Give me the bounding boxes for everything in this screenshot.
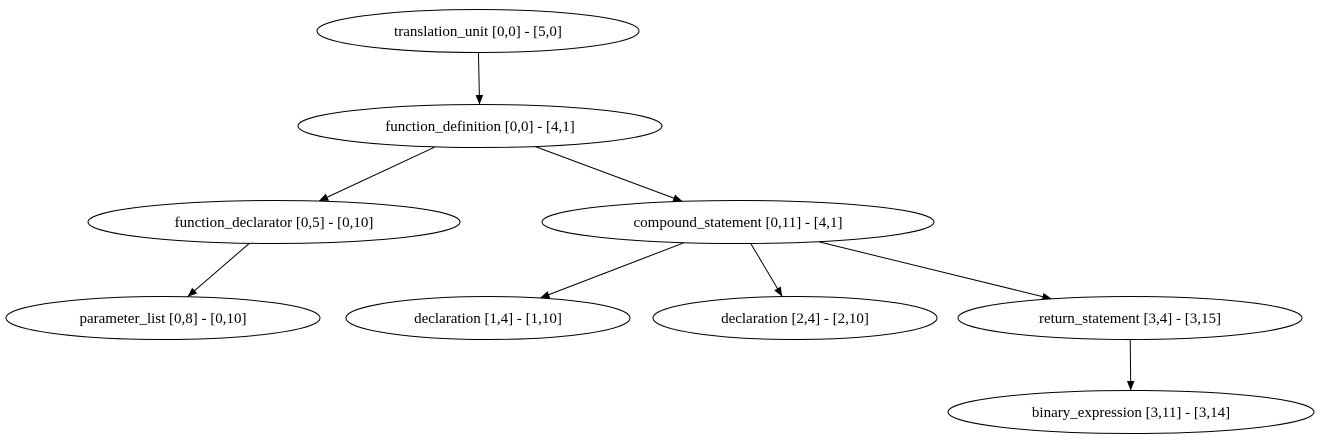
edge-translation_unit-to-function_definition [475,52,484,105]
edge-function_declarator-to-parameter_list [187,242,250,298]
node-return_statement: return_statement [3,4] - [3,15] [957,296,1303,340]
edge-compound_statement-to-declaration_2 [750,243,783,297]
nodes-layer: translation_unit [0,0] - [5,0] function_d… [5,9,1315,434]
edges-layer [187,52,1135,391]
edge-function_definition-to-compound_statement [534,146,683,202]
edge-return_statement-to-binary_expression [1126,339,1135,391]
node-ellipse-declaration_1 [345,296,631,340]
node-function_declarator: function_declarator [0,5] - [0,10] [87,200,461,244]
node-ellipse-function_declarator [87,200,461,244]
node-ellipse-declaration_2 [652,296,938,340]
node-label-return_statement: return_statement [3,4] - [3,15] [1039,311,1221,327]
node-label-function_declarator: function_declarator [0,5] - [0,10] [175,215,374,231]
node-ellipse-function_definition [297,104,663,148]
node-declaration_2: declaration [2,4] - [2,10] [652,296,938,340]
node-label-parameter_list: parameter_list [0,8] - [0,10] [79,311,246,327]
edge-function_definition-to-function_declarator [318,146,436,202]
node-label-compound_statement: compound_statement [0,11] - [4,1] [634,215,843,231]
node-binary_expression: binary_expression [3,11] - [3,14] [947,390,1315,434]
edge-compound_statement-to-declaration_1 [539,242,685,299]
node-declaration_1: declaration [1,4] - [1,10] [345,296,631,340]
node-function_definition: function_definition [0,0] - [4,1] [297,104,663,148]
node-label-translation_unit: translation_unit [0,0] - [5,0] [394,24,562,40]
node-parameter_list: parameter_list [0,8] - [0,10] [5,296,321,340]
edge-compound_statement-to-return_statement [818,241,1052,301]
node-ellipse-translation_unit [316,9,640,53]
node-label-binary_expression: binary_expression [3,11] - [3,14] [1032,405,1230,421]
node-translation_unit: translation_unit [0,0] - [5,0] [316,9,640,53]
node-label-function_definition: function_definition [0,0] - [4,1] [385,119,575,135]
node-ellipse-parameter_list [5,296,321,340]
node-ellipse-binary_expression [947,390,1315,434]
node-label-declaration_2: declaration [2,4] - [2,10] [721,311,869,327]
node-compound_statement: compound_statement [0,11] - [4,1] [541,200,935,244]
node-ellipse-compound_statement [541,200,935,244]
node-label-declaration_1: declaration [1,4] - [1,10] [414,311,562,327]
node-ellipse-return_statement [957,296,1303,340]
